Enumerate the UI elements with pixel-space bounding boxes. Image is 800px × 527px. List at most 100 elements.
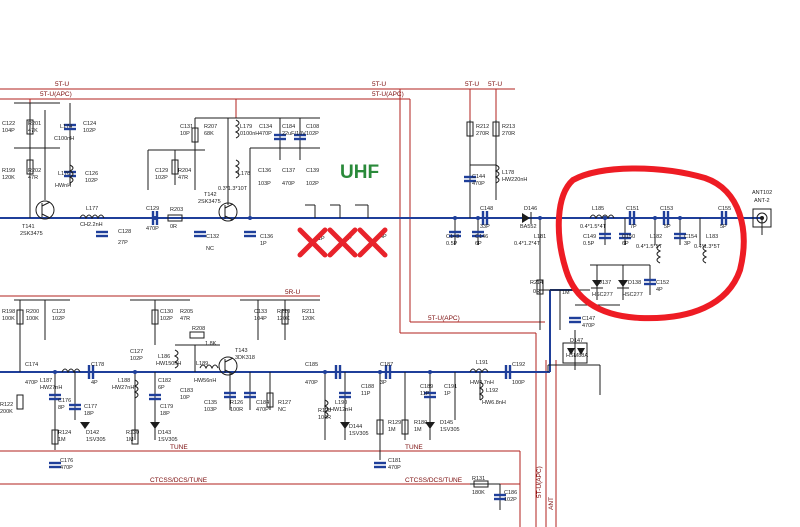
ref-label: C123: [52, 309, 65, 315]
value-label: 102P: [504, 497, 517, 503]
ref-label: C122: [2, 121, 15, 127]
value-label: 1SV305: [86, 437, 106, 443]
ref-label: T143: [235, 348, 248, 354]
ref-label: C188: [361, 384, 374, 390]
ref-label: C129: [155, 168, 168, 174]
ref-label: C132: [206, 234, 219, 240]
ref-label: C134: [259, 124, 272, 130]
ref-label: C183: [180, 388, 193, 394]
ref-label: R126: [230, 400, 243, 406]
ref-label: R130: [126, 430, 139, 436]
transistor-symbol: [35, 200, 55, 220]
value-label: 0.4*1.2*4T: [514, 241, 541, 247]
ref-label: R212: [476, 124, 489, 130]
value-label: HW220nH: [502, 177, 527, 183]
ref-label: L192: [486, 388, 498, 394]
ref-label: C143: [446, 234, 459, 240]
value-label: 100R: [230, 407, 243, 413]
value-label: 1M: [388, 427, 396, 433]
value-label: 6P: [475, 241, 482, 247]
value-label: 103P: [204, 407, 217, 413]
cross-out-mark: [327, 227, 358, 258]
net-label-vertical: ANT: [548, 497, 555, 510]
net-labels: 5T-U 5T-U(APC) 5T-U 5T-U(APC) 5T-U 5T-U …: [40, 81, 555, 510]
value-label: HW12nH: [330, 407, 352, 413]
ref-label: C176: [60, 458, 73, 464]
value-label: 120K: [302, 316, 315, 322]
value-label: 27P: [118, 240, 128, 246]
value-label: 0.5P: [583, 241, 595, 247]
value-label: 1SV305: [158, 437, 178, 443]
ref-label: C135: [204, 400, 217, 406]
net-label: TUNE: [170, 444, 188, 451]
ref-label: C185: [305, 362, 318, 368]
transistor-symbol: [218, 356, 238, 376]
ref-label: C147: [582, 316, 595, 322]
ref-label: C153: [660, 206, 673, 212]
ref-label: C176: [58, 398, 71, 404]
net-label-vertical: 5T-U(APC): [536, 466, 543, 498]
value-label: 102P: [306, 181, 319, 187]
junction-dots: [53, 216, 682, 374]
ref-label: D146: [524, 206, 537, 212]
capacitor-symbol: [334, 365, 342, 379]
value-label: C100nH: [54, 136, 74, 142]
value-label: NC: [278, 407, 286, 413]
ref-label: C128: [118, 229, 131, 235]
ref-label: R204: [178, 168, 191, 174]
value-label: 103P: [258, 181, 271, 187]
capacitor-symbol: [481, 211, 489, 225]
value-label: 47R: [28, 175, 38, 181]
value-label: 6P: [158, 385, 165, 391]
ref-label: C174: [25, 362, 38, 368]
ref-label: T142: [204, 192, 217, 198]
ref-label: R210: [277, 309, 290, 315]
capacitor-symbol: [87, 365, 95, 379]
ref-label: D145: [440, 420, 453, 426]
value-label: HW6.8nH: [482, 400, 506, 406]
value-label: 470P: [582, 323, 595, 329]
cross-out-mark: [357, 227, 388, 258]
value-label: 470P: [282, 181, 295, 187]
ref-label: C144: [472, 174, 485, 180]
resistors: [16, 119, 544, 488]
net-label: CTCSS/DCS/TUNE: [150, 477, 208, 484]
uhf-heading: UHF: [340, 162, 379, 183]
value-label: 0.3*1.3*10T: [218, 186, 248, 192]
ref-label: C129: [146, 206, 159, 212]
value-label: 47R: [180, 316, 190, 322]
ref-label: L187: [40, 378, 52, 384]
ref-label: C124: [83, 121, 96, 127]
component-labels: C122 104P R201 47K L174 C100nH C124 102P…: [0, 121, 731, 503]
value-label: BA552: [520, 224, 537, 230]
net-label: 5T-U(APC): [372, 91, 404, 98]
ref-label: D147: [570, 338, 583, 344]
value-label: 270R: [502, 131, 515, 137]
value-label: 1SV305: [440, 427, 460, 433]
value-label: 6P: [622, 241, 629, 247]
value-label: 100K: [26, 316, 39, 322]
value-label: 120K: [2, 175, 15, 181]
value-label: 1M: [414, 427, 422, 433]
ref-label: C148: [480, 206, 493, 212]
value-label: 100R: [318, 415, 331, 421]
ref-label: C126: [85, 171, 98, 177]
tx-signal-path: [0, 217, 762, 373]
ref-label: R129: [388, 420, 401, 426]
value-label: 8P: [58, 405, 65, 411]
ref-label: C150: [622, 234, 635, 240]
value-label: 5P: [664, 224, 671, 230]
value-label: 104P: [2, 128, 15, 134]
value-label: 120K: [277, 316, 290, 322]
ref-label: C154: [684, 234, 697, 240]
ref-label: L191: [476, 360, 488, 366]
value-label: 47K: [28, 128, 38, 134]
ref-label: C182: [158, 378, 171, 384]
value-label: 11P: [361, 391, 371, 397]
ref-label: L176: [58, 171, 70, 177]
ref-label: L185: [592, 206, 604, 212]
net-label: TUNE: [405, 444, 423, 451]
value-label: 1P: [318, 236, 325, 242]
net-label: 5T-U(APC): [428, 315, 460, 322]
value-label: 102P: [130, 356, 143, 362]
